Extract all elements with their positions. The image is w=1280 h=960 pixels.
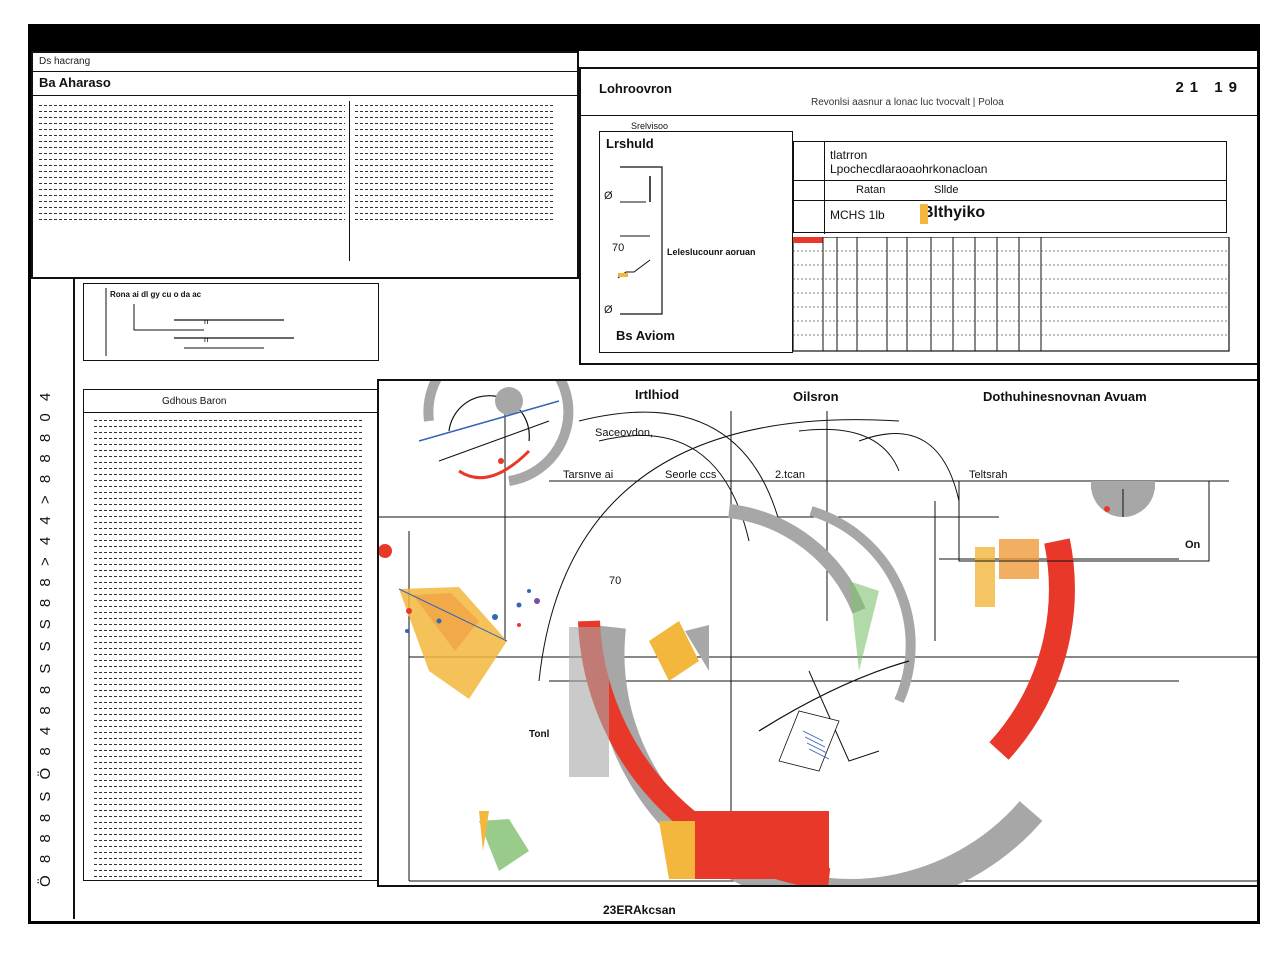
diagram-label-1: Irtlhiod bbox=[635, 387, 680, 402]
column-divider bbox=[824, 142, 825, 234]
panel-mid-header: Rona ai dl gy cu o da ac bbox=[110, 290, 202, 299]
panel-main-diagram: Irtlhiod Oilsron Dothuhinesnovnan Avuam … bbox=[377, 379, 1257, 887]
axis-tick: Ø bbox=[604, 190, 613, 202]
panel-header-small: Ds hacrang bbox=[39, 56, 91, 67]
mini-schematic: n n bbox=[105, 288, 294, 356]
circle-diagram bbox=[418, 381, 574, 486]
data-grid bbox=[793, 237, 1230, 352]
info-subtitle: Lpochecdlaraoaohrkonacloan bbox=[830, 162, 988, 176]
axis-tick: Ø bbox=[604, 304, 613, 316]
diagram-label-9: Tonl bbox=[529, 729, 550, 740]
text-lines-left bbox=[39, 105, 345, 225]
diagram-label-5: Tarsnve ai bbox=[563, 469, 614, 481]
bottom-title: 23ERAkcsan bbox=[603, 903, 676, 917]
mini-chart bbox=[617, 166, 663, 315]
table-label: Leleslucounr aoruan bbox=[667, 247, 756, 257]
diagram-label-6: Seorle ccs bbox=[665, 469, 717, 481]
panel-top-left: Ds hacrang Ba Aharaso bbox=[31, 51, 579, 279]
rule bbox=[794, 200, 1226, 201]
semicircle-band bbox=[569, 504, 1075, 885]
column-header-b: Sllde bbox=[934, 184, 959, 196]
highlight-swatch bbox=[920, 204, 928, 224]
svg-text:n: n bbox=[204, 317, 208, 326]
left-axis-line bbox=[73, 279, 75, 919]
svg-text:n: n bbox=[204, 335, 208, 344]
rule bbox=[794, 180, 1226, 181]
panel-title: Lohroovron bbox=[599, 81, 672, 96]
panel-top-right: Lohroovron Revonlsi aasnur a lonac luc t… bbox=[579, 67, 1257, 365]
info-title: tlatrron bbox=[830, 148, 868, 162]
diagram-label-7: 2.tcan bbox=[775, 469, 805, 481]
column-divider bbox=[349, 101, 350, 261]
top-black-bar bbox=[31, 27, 1257, 51]
chart-box: Lrshuld Ø 70 Ø Bs Aviom bbox=[599, 131, 793, 353]
chart-label: Lrshuld bbox=[606, 136, 654, 151]
rule bbox=[33, 95, 577, 96]
panel-left-text: Gdhous Baron bbox=[83, 389, 383, 881]
column-header-a: Ratan bbox=[856, 184, 886, 196]
diagram-frame: Ds hacrang Ba Aharaso Lohroovron Revonls… bbox=[28, 24, 1260, 924]
axis-tick: 70 bbox=[612, 242, 625, 254]
main-diagram-svg bbox=[379, 381, 1257, 885]
panel-mid-left: Rona ai dl gy cu o da ac n n bbox=[83, 283, 379, 361]
panel-left-header: Gdhous Baron bbox=[162, 396, 227, 407]
chart-footer-label: Bs Aviom bbox=[616, 328, 675, 343]
diagram-label-8: Teltsrah bbox=[969, 469, 1008, 481]
left-axis-numbers: Ö 8 8 8 S Ö 8 4 8 8 S S S 8 8 > 4 4 > 8 … bbox=[37, 388, 54, 887]
diagram-label-10: On bbox=[1185, 539, 1201, 551]
diagram-label-3: Dothuhinesnovnan Avuam bbox=[983, 389, 1147, 404]
row-value-b: Blthyiko bbox=[922, 204, 986, 221]
panel-subtitle: Revonlsi aasnur a lonac luc tvocvalt | P… bbox=[811, 97, 1004, 108]
panel-header-title: Ba Aharaso bbox=[39, 75, 111, 90]
diagram-label-2: Oilsron bbox=[793, 389, 839, 404]
page-number: 21 19 bbox=[1175, 79, 1243, 96]
rule bbox=[33, 71, 577, 72]
rule bbox=[581, 115, 1257, 116]
diagram-label-4: Saceovdon, bbox=[595, 427, 654, 439]
rule bbox=[84, 412, 382, 413]
gauge bbox=[958, 480, 1210, 562]
info-box: tlatrron Lpochecdlaraoaohrkonacloan Rata… bbox=[793, 141, 1227, 234]
text-lines-right bbox=[355, 105, 555, 225]
row-value-a: MCHS 1lb bbox=[830, 208, 885, 222]
diagram-label-11: 70 bbox=[609, 575, 622, 587]
text-lines-long bbox=[94, 420, 364, 880]
section-label: Srelvisoo bbox=[631, 121, 669, 131]
